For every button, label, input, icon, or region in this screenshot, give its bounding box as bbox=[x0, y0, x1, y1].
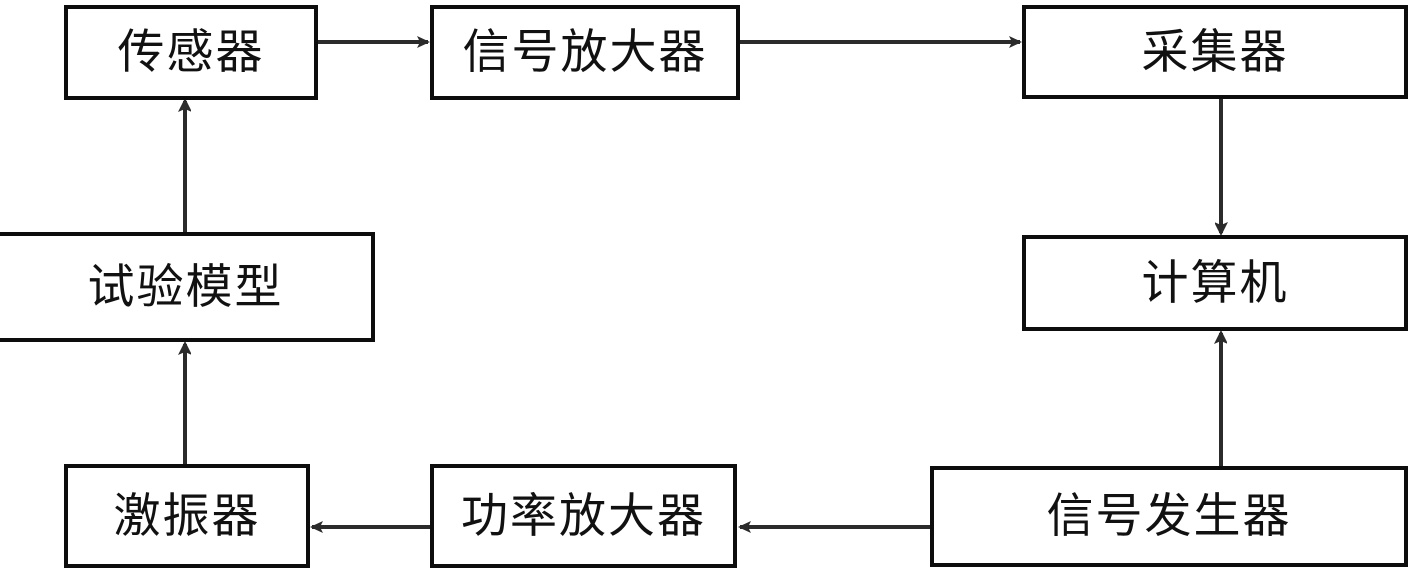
node-signal-amplifier[interactable]: 信号放大器 bbox=[430, 5, 740, 100]
node-label-signal-amplifier: 信号放大器 bbox=[462, 25, 708, 80]
node-label-sensor: 传感器 bbox=[117, 25, 265, 80]
node-sensor[interactable]: 传感器 bbox=[64, 5, 318, 100]
node-test-model[interactable]: 试验模型 bbox=[0, 232, 375, 342]
node-exciter[interactable]: 激振器 bbox=[64, 464, 310, 568]
node-label-test-model: 试验模型 bbox=[87, 259, 284, 315]
node-label-computer: 计算机 bbox=[1141, 255, 1289, 311]
node-label-collector: 采集器 bbox=[1141, 24, 1289, 80]
node-label-exciter: 激振器 bbox=[113, 488, 261, 544]
node-power-amplifier[interactable]: 功率放大器 bbox=[430, 464, 737, 568]
node-label-signal-generator: 信号发生器 bbox=[1046, 489, 1292, 544]
node-computer[interactable]: 计算机 bbox=[1022, 235, 1408, 331]
node-signal-generator[interactable]: 信号发生器 bbox=[930, 466, 1408, 567]
node-collector[interactable]: 采集器 bbox=[1022, 5, 1408, 99]
node-label-power-amplifier: 功率放大器 bbox=[461, 488, 706, 544]
